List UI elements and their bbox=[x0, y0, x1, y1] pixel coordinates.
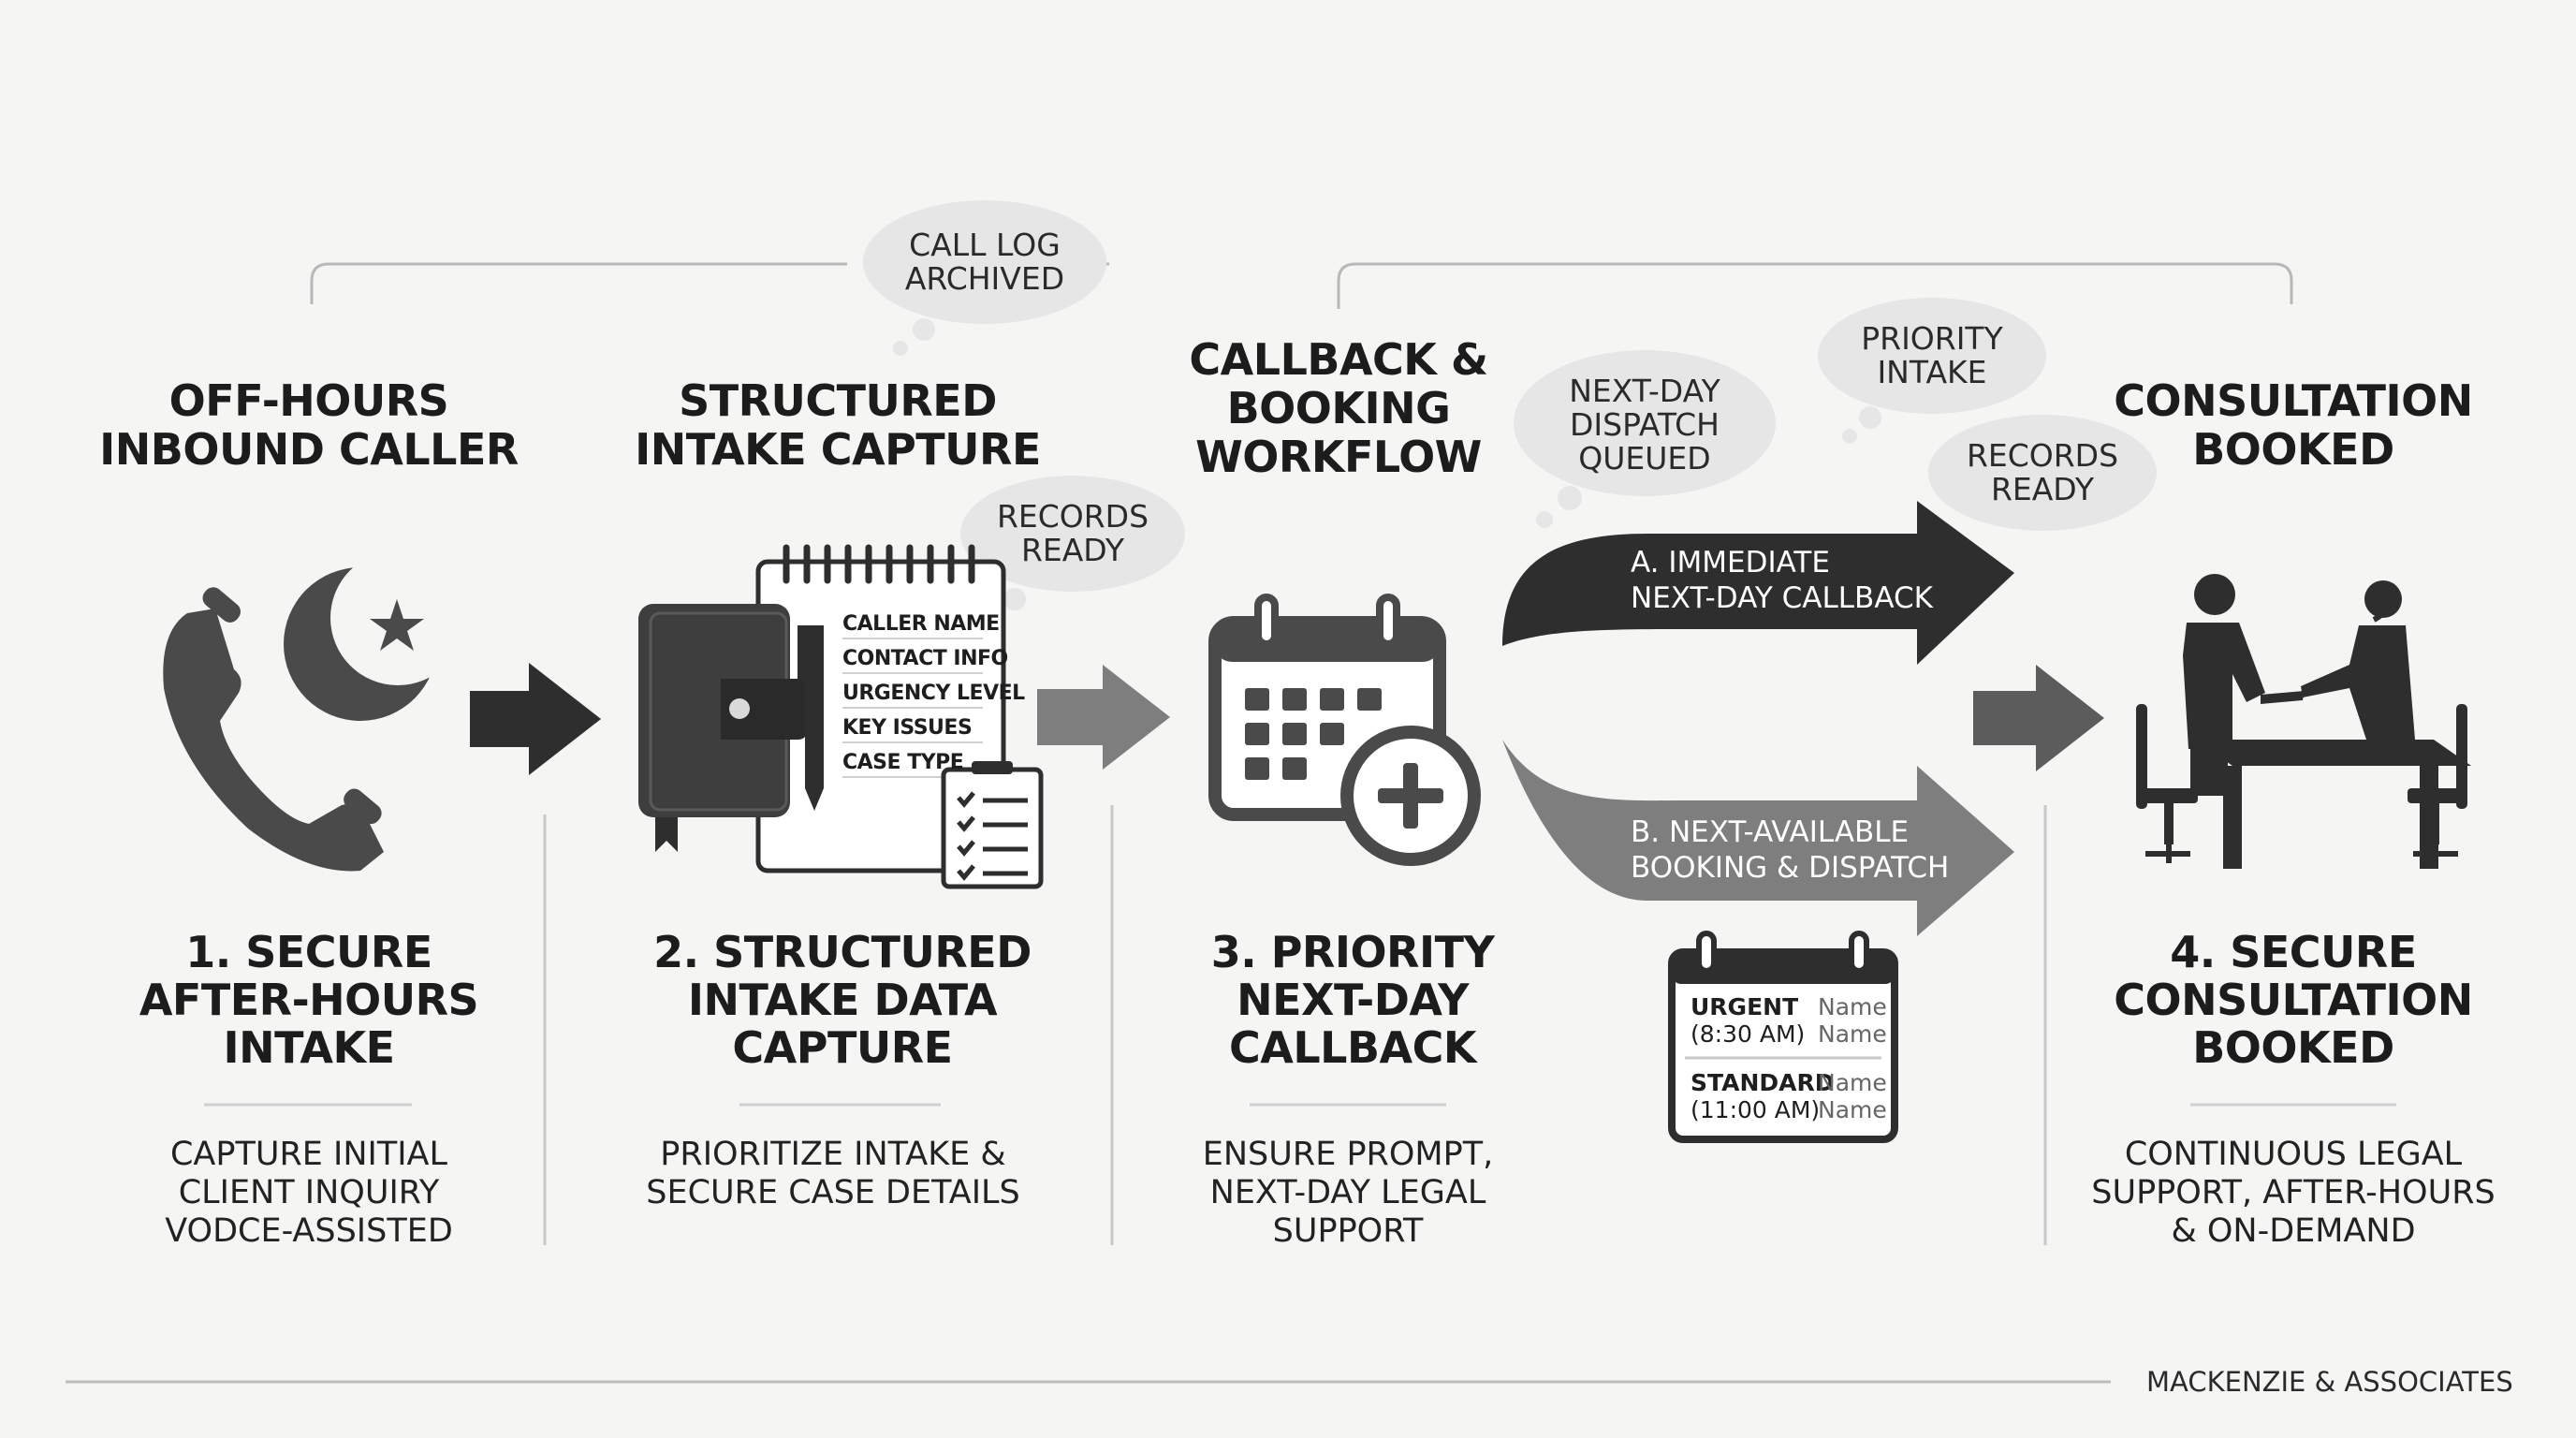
schedule-urgent-label: URGENT bbox=[1690, 993, 1799, 1020]
heading-inbound-caller: OFF-HOURS INBOUND CALLER bbox=[99, 375, 519, 475]
schedule-urgent-name: Name bbox=[1818, 993, 1887, 1020]
step-3-description: ENSURE PROMPT, NEXT-DAY LEGAL SUPPORT bbox=[1202, 1136, 1494, 1250]
footer-firm-name: MACKENZIE & ASSOCIATES bbox=[2146, 1366, 2513, 1398]
branch-a-label: A. IMMEDIATE NEXT-DAY CALLBACK bbox=[1631, 546, 1933, 615]
checklist-item: KEY ISSUES bbox=[842, 716, 973, 740]
step-1-description: CAPTURE INITIAL CLIENT INQUIRY VODCE-ASS… bbox=[165, 1136, 453, 1250]
cloud-call-log-label: CALL LOG ARCHIVED bbox=[904, 227, 1065, 297]
cloud-records-ready-2-label: RECORDS READY bbox=[1966, 437, 2119, 507]
schedule-row-label: STANDARD (11:00 AM) bbox=[1690, 1069, 1835, 1123]
step-4-description: CONTINUOUS LEGAL SUPPORT, AFTER-HOURS & … bbox=[2091, 1136, 2496, 1250]
schedule-icon bbox=[1668, 931, 1898, 1143]
step-3-title: 3. PRIORITY NEXT-DAY CALLBACK bbox=[1210, 927, 1495, 1073]
checklist-item: URGENCY LEVEL bbox=[842, 682, 1025, 705]
heading-consultation-booked: CONSULTATION BOOKED bbox=[2114, 375, 2473, 475]
bracket-line-right bbox=[1337, 262, 2293, 309]
step-2-title: 2. STRUCTURED INTAKE DATA CAPTURE bbox=[653, 927, 1032, 1073]
cloud-next-day-dispatch-label: NEXT-DAY DISPATCH QUEUED bbox=[1569, 373, 1720, 477]
phone-icon bbox=[163, 587, 384, 872]
step-2-description: PRIORITIZE INTAKE & SECURE CASE DETAILS bbox=[646, 1136, 1020, 1211]
cloud-records-ready-1-label: RECORDS READY bbox=[996, 498, 1149, 568]
branch-b-label: B. NEXT-AVAILABLE BOOKING & DISPATCH bbox=[1631, 815, 1950, 885]
step-1-title: 1. SECURE AFTER-HOURS INTAKE bbox=[139, 927, 479, 1073]
heading-intake-capture: STRUCTURED INTAKE CAPTURE bbox=[635, 375, 1041, 475]
star-icon bbox=[370, 599, 424, 651]
cloud-call-log bbox=[863, 200, 1106, 356]
calendar-plus-icon bbox=[1208, 594, 1481, 866]
handshake-meeting-icon bbox=[2136, 574, 2471, 869]
moon-icon bbox=[284, 550, 465, 721]
bracket-line-left bbox=[310, 262, 847, 304]
heading-callback-workflow: CALLBACK & BOOKING WORKFLOW bbox=[1189, 334, 1488, 482]
branch-arrow-a bbox=[1502, 501, 2014, 665]
cloud-records-ready-2 bbox=[1928, 415, 2157, 531]
schedule-standard-name: Name bbox=[1818, 1069, 1887, 1096]
checklist-item: CALLER NAME bbox=[842, 612, 1000, 636]
schedule-urgent-name: Name bbox=[1818, 1020, 1887, 1048]
flow-arrow-2 bbox=[1037, 665, 1170, 770]
pen-icon bbox=[798, 625, 824, 811]
branch-arrow-b bbox=[1502, 740, 2014, 936]
schedule-row-names: Name Name bbox=[1818, 993, 1887, 1048]
checklist-item: CONTACT INFO bbox=[842, 647, 1008, 670]
schedule-row-label: URGENT (8:30 AM) bbox=[1690, 993, 1805, 1048]
cloud-priority-intake-label: PRIORITY INTAKE bbox=[1861, 320, 2003, 390]
schedule-urgent-time: (8:30 AM) bbox=[1690, 1020, 1806, 1048]
checklist-icon bbox=[941, 761, 1044, 889]
schedule-standard-time: (11:00 AM) bbox=[1690, 1096, 1821, 1123]
flow-arrow-1 bbox=[470, 663, 601, 775]
flow-arrow-3 bbox=[1973, 665, 2104, 771]
cloud-next-day-dispatch bbox=[1514, 350, 1776, 528]
schedule-row-names: Name Name bbox=[1818, 1069, 1887, 1123]
cloud-priority-intake bbox=[1818, 298, 2046, 444]
schedule-standard-name: Name bbox=[1818, 1096, 1887, 1123]
schedule-standard-label: STANDARD bbox=[1690, 1069, 1835, 1096]
step-4-title: 4. SECURE CONSULTATION BOOKED bbox=[2114, 927, 2473, 1073]
checklist-item: CASE TYPE bbox=[842, 751, 964, 774]
